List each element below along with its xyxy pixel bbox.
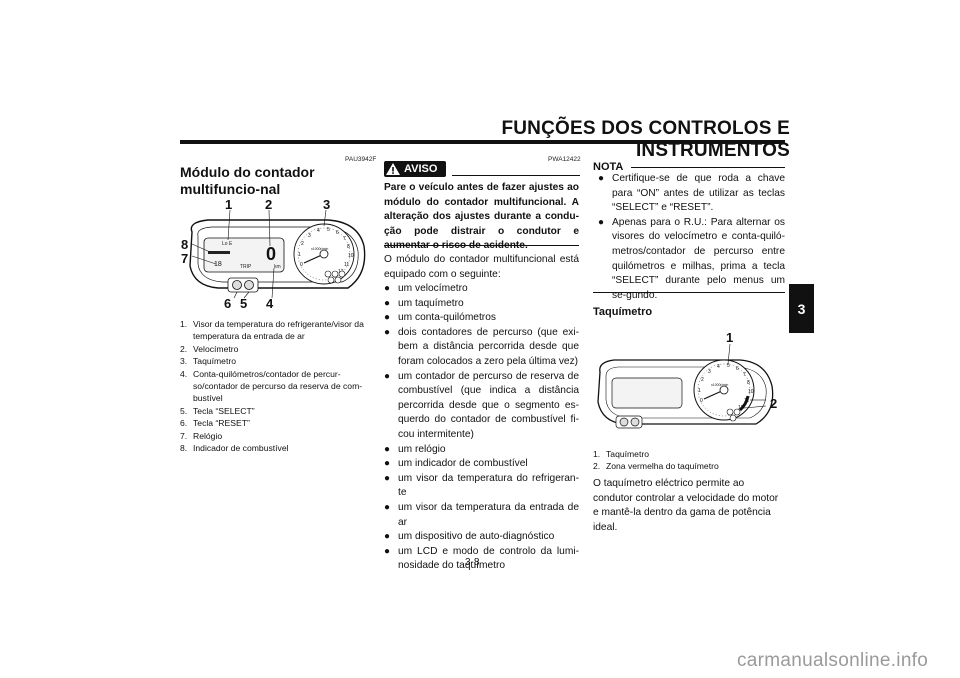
- list-item: ●um contador de percurso de reserva de c…: [384, 370, 579, 440]
- callout-2: 2: [265, 197, 272, 212]
- nota-list: ●Certifique-se de que roda a chave para …: [598, 172, 785, 303]
- caption-item: 1.Taquímetro: [593, 449, 649, 459]
- chapter-tab[interactable]: 3: [789, 284, 814, 333]
- svg-text:Lo E: Lo E: [222, 241, 233, 247]
- nota-label: NOTA: [593, 161, 624, 173]
- list-item: ●um dispositivo de auto-diagnóstico: [384, 531, 555, 543]
- equipment-intro: O módulo do contador multifuncional está…: [384, 254, 579, 280]
- callout-8: 8: [181, 237, 188, 252]
- svg-text:TRIP: TRIP: [240, 264, 252, 270]
- caption-item: 8.Indicador de combustível: [180, 443, 289, 454]
- equipment-list: ●um velocímetro ●um taquímetro ●um conta…: [384, 282, 579, 574]
- figure-captions: 1.Visor da temperatura do refrigerante/v…: [180, 318, 372, 454]
- callout-6: 6: [224, 296, 231, 310]
- svg-text:x1000r/min: x1000r/min: [311, 247, 328, 251]
- warning-rule-top: [452, 175, 580, 176]
- svg-text:2: 2: [701, 377, 704, 383]
- page-number: 3-8: [465, 557, 480, 568]
- nota-rule-top: [631, 167, 785, 168]
- svg-text:8: 8: [747, 380, 750, 386]
- warning-triangle-icon: [386, 163, 400, 175]
- callout-1: 1: [225, 197, 232, 212]
- svg-text:8: 8: [347, 244, 350, 250]
- tacho-callout-2: 2: [770, 396, 777, 411]
- svg-text:1: 1: [698, 388, 701, 394]
- svg-text:4: 4: [717, 364, 720, 370]
- svg-text:11: 11: [744, 398, 749, 404]
- svg-text:3: 3: [708, 369, 711, 375]
- tachometer-description: O taquímetro eléctrico permite ao condut…: [593, 478, 779, 533]
- list-item: ●um conta-quilómetros: [384, 312, 496, 324]
- list-item: ●um taquímetro: [384, 297, 464, 309]
- svg-text:6: 6: [336, 230, 339, 236]
- tacho-callout-1: 1: [726, 330, 733, 345]
- list-item: ●um visor da temperatura da entrada de a…: [384, 501, 579, 528]
- tachometer-captions: 1.Taquímetro 2.Zona vermelha do taquímet…: [593, 448, 785, 473]
- section-code: PAU3942F: [345, 156, 377, 163]
- list-item: ●um indicador de combustível: [384, 458, 528, 470]
- list-item: ●um visor da temperatura do refrigeran-t…: [384, 472, 579, 499]
- svg-text:5: 5: [727, 363, 730, 369]
- svg-text:6: 6: [736, 366, 739, 372]
- svg-text:10: 10: [748, 389, 754, 395]
- warning-label-bar: AVISO: [384, 161, 580, 181]
- list-item: ●um LCD e modo de controlo da lumi-nosid…: [384, 545, 579, 572]
- svg-text:5: 5: [327, 227, 330, 233]
- section-title: Módulo do contador multifuncio-nal: [180, 164, 315, 197]
- warning-rule-bottom: [384, 245, 579, 246]
- tachometer-heading: Taquímetro: [593, 306, 653, 318]
- watermark-link[interactable]: carmanualsonline.info: [737, 650, 929, 671]
- header-rule: [180, 140, 785, 144]
- callout-4: 4: [266, 296, 274, 310]
- warning-badge: AVISO: [384, 161, 446, 177]
- svg-text:0: 0: [700, 398, 703, 404]
- list-item: ●Apenas para o R.U.: Para alternar os vi…: [598, 216, 785, 301]
- svg-text:1: 1: [298, 252, 301, 258]
- caption-item: 2.Zona vermelha do taquímetro: [593, 461, 719, 472]
- svg-text:x1000r/min: x1000r/min: [711, 383, 728, 387]
- callout-7: 7: [181, 251, 188, 266]
- svg-text:0: 0: [266, 244, 276, 264]
- svg-text:0: 0: [300, 262, 303, 268]
- list-item: ●um velocímetro: [384, 283, 468, 294]
- svg-text:2: 2: [301, 241, 304, 247]
- list-item: ●um relógio: [384, 443, 446, 455]
- svg-text:12: 12: [738, 405, 744, 411]
- svg-text:3: 3: [308, 233, 311, 239]
- warning-text: Pare o veículo antes de fazer ajustes ao…: [384, 182, 579, 251]
- nota-header: NOTA: [593, 157, 785, 175]
- caption-item: 3.Taquímetro: [180, 356, 236, 367]
- svg-text:4: 4: [317, 228, 320, 234]
- page-header-title: FUNÇÕES DOS CONTROLOS E INSTRUMENTOS: [501, 118, 790, 161]
- warning-code: PWA12422: [548, 156, 581, 163]
- callout-3: 3: [323, 197, 330, 212]
- list-item: ●dois contadores de percurso (que exi-be…: [384, 326, 579, 367]
- caption-item: 6.Tecla “RESET”: [180, 418, 250, 429]
- caption-item: 7.Relógio: [180, 430, 223, 441]
- nota-rule-bottom: [593, 292, 785, 293]
- svg-text:7: 7: [743, 372, 746, 378]
- caption-item: 4.Conta-quilómetros/contador de percur-s…: [180, 368, 363, 404]
- svg-text:km: km: [274, 264, 281, 270]
- svg-text:18: 18: [214, 261, 222, 268]
- svg-text:11: 11: [344, 262, 349, 268]
- list-item: ●Certifique-se de que roda a chave para …: [598, 173, 785, 214]
- callout-5: 5: [240, 296, 247, 310]
- caption-item: 1.Visor da temperatura do refrigerante/v…: [180, 319, 364, 342]
- caption-item: 5.Tecla “SELECT”: [180, 405, 255, 416]
- warning-label: AVISO: [404, 163, 438, 175]
- svg-text:7: 7: [343, 236, 346, 242]
- svg-text:10: 10: [348, 253, 354, 259]
- caption-item: 2.Velocímetro: [180, 343, 239, 354]
